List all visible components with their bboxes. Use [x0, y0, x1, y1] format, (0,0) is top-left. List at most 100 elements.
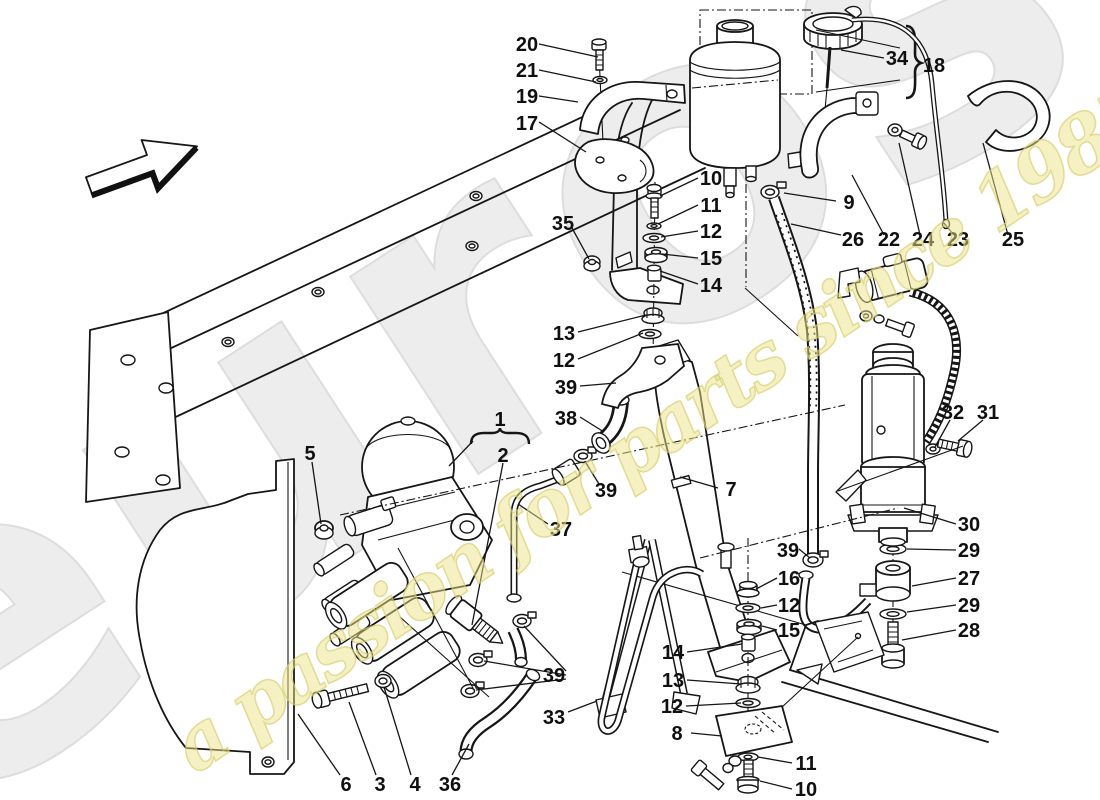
- elbow-arm-bracket: [601, 343, 685, 409]
- callout-34: 34: [886, 48, 909, 70]
- callout-26: 26: [842, 229, 864, 251]
- callout-12c: 12: [778, 595, 800, 617]
- pump-assembly-30: [835, 252, 961, 547]
- callout-39c: 39: [777, 540, 799, 562]
- bolt-20: [591, 38, 607, 71]
- reservoir-strap-19: [579, 81, 686, 135]
- spacer-14-stack: [740, 633, 756, 652]
- callout-23: 23: [947, 229, 969, 251]
- callout-15b: 15: [778, 620, 800, 642]
- callout-12d: 12: [661, 696, 683, 718]
- callout-25: 25: [1002, 229, 1024, 251]
- screw-axis-line: [837, 445, 964, 492]
- hose-clamp-9: [760, 181, 787, 200]
- banjo-bolt-28: [881, 621, 905, 669]
- callout-12: 12: [700, 221, 722, 243]
- clamp-39-b: [468, 650, 493, 668]
- callout-22: 22: [878, 229, 900, 251]
- group-brace-1: [469, 427, 531, 445]
- hose-clamp-39-bottom: [802, 550, 829, 568]
- callout-32: 32: [942, 402, 964, 424]
- bolt-3: [311, 683, 370, 709]
- washer-32: [925, 443, 941, 455]
- pressure-fitting: [445, 595, 504, 644]
- valve-pipes: [397, 547, 490, 698]
- washer-12-stack-upper: [735, 602, 761, 614]
- washer-29-lower: [879, 608, 907, 620]
- callout-16: 16: [778, 568, 800, 590]
- grommet-13-stack: [735, 675, 761, 694]
- callout-6: 6: [340, 774, 351, 796]
- callout-28: 28: [958, 620, 980, 642]
- washer-12-mid: [638, 328, 662, 340]
- washer-12-top: [642, 232, 666, 244]
- callout-12b: 12: [553, 350, 575, 372]
- drain-tube-23: [851, 16, 951, 230]
- callout-31: 31: [977, 402, 999, 424]
- mounting-strap-22: [787, 91, 879, 179]
- flange-nut-16: [736, 580, 760, 598]
- bracket-plate-17: [574, 138, 655, 194]
- bolt-10-top: [645, 183, 663, 219]
- callout-8: 8: [671, 723, 682, 745]
- chassis-beam: [94, 82, 706, 431]
- callout-3: 3: [374, 774, 385, 796]
- washer-21: [592, 75, 608, 85]
- mount-plate-8: [715, 705, 793, 757]
- pipe-37: [506, 458, 581, 603]
- bush-15-top: [644, 246, 668, 264]
- callout-27: 27: [958, 568, 980, 590]
- callout-21: 21: [516, 60, 538, 82]
- callout-14: 14: [700, 275, 723, 297]
- banjo-fitting-27: [859, 560, 911, 602]
- grommet-13-mid: [641, 307, 665, 325]
- callout-20: 20: [516, 34, 538, 56]
- construction-lines: [339, 184, 899, 559]
- washer-29-upper: [879, 543, 907, 555]
- callout-4: 4: [409, 774, 421, 796]
- screw-31: [936, 438, 973, 458]
- nut-5: [314, 520, 334, 540]
- callout-1: 1: [494, 409, 505, 431]
- callout-36: 36: [439, 774, 461, 796]
- callout-7: 7: [725, 479, 736, 501]
- callout-11: 11: [700, 195, 721, 217]
- angled-bolt-washers: [690, 755, 742, 791]
- callout-39b: 39: [595, 480, 617, 502]
- callout-13b: 13: [662, 670, 684, 692]
- callout-35: 35: [552, 213, 574, 235]
- washer-screw-24: [887, 123, 928, 150]
- callout-37: 37: [550, 519, 572, 541]
- heat-shield: [135, 458, 295, 775]
- callout-14b: 14: [662, 642, 685, 664]
- solenoid-valve: [343, 496, 397, 537]
- washer-4: [374, 673, 392, 689]
- fluid-reservoir: [689, 19, 781, 199]
- callout-2: 2: [497, 445, 508, 467]
- leader-lines: [297, 43, 1009, 790]
- hose-36: [458, 627, 541, 760]
- clamp-39-c: [460, 681, 485, 699]
- callout-11b: 11: [795, 753, 816, 775]
- callout-39d: 39: [543, 665, 565, 687]
- bolt-10-bottom: [736, 759, 760, 794]
- elbow-hose-38: [591, 394, 630, 454]
- callout-18: 18: [923, 55, 945, 77]
- callout-29a: 29: [958, 540, 980, 562]
- washer-11-bottom: [737, 752, 759, 762]
- callout-labels: 20 21 19 17 35 10 11 12 15 14 13 12 39 3…: [304, 34, 1024, 800]
- mounting-strap-25: [967, 80, 1051, 152]
- callout-9: 9: [843, 192, 854, 214]
- valve-body-assembly: [313, 416, 493, 699]
- callout-13: 13: [553, 323, 575, 345]
- pipe-33: [597, 534, 705, 735]
- callout-5: 5: [304, 443, 315, 465]
- callout-33: 33: [543, 707, 565, 729]
- washer-11-top: [646, 222, 662, 230]
- callout-24: 24: [912, 229, 935, 251]
- connector-clip: [837, 267, 861, 299]
- callout-38: 38: [555, 408, 577, 430]
- nut-35: [583, 255, 601, 272]
